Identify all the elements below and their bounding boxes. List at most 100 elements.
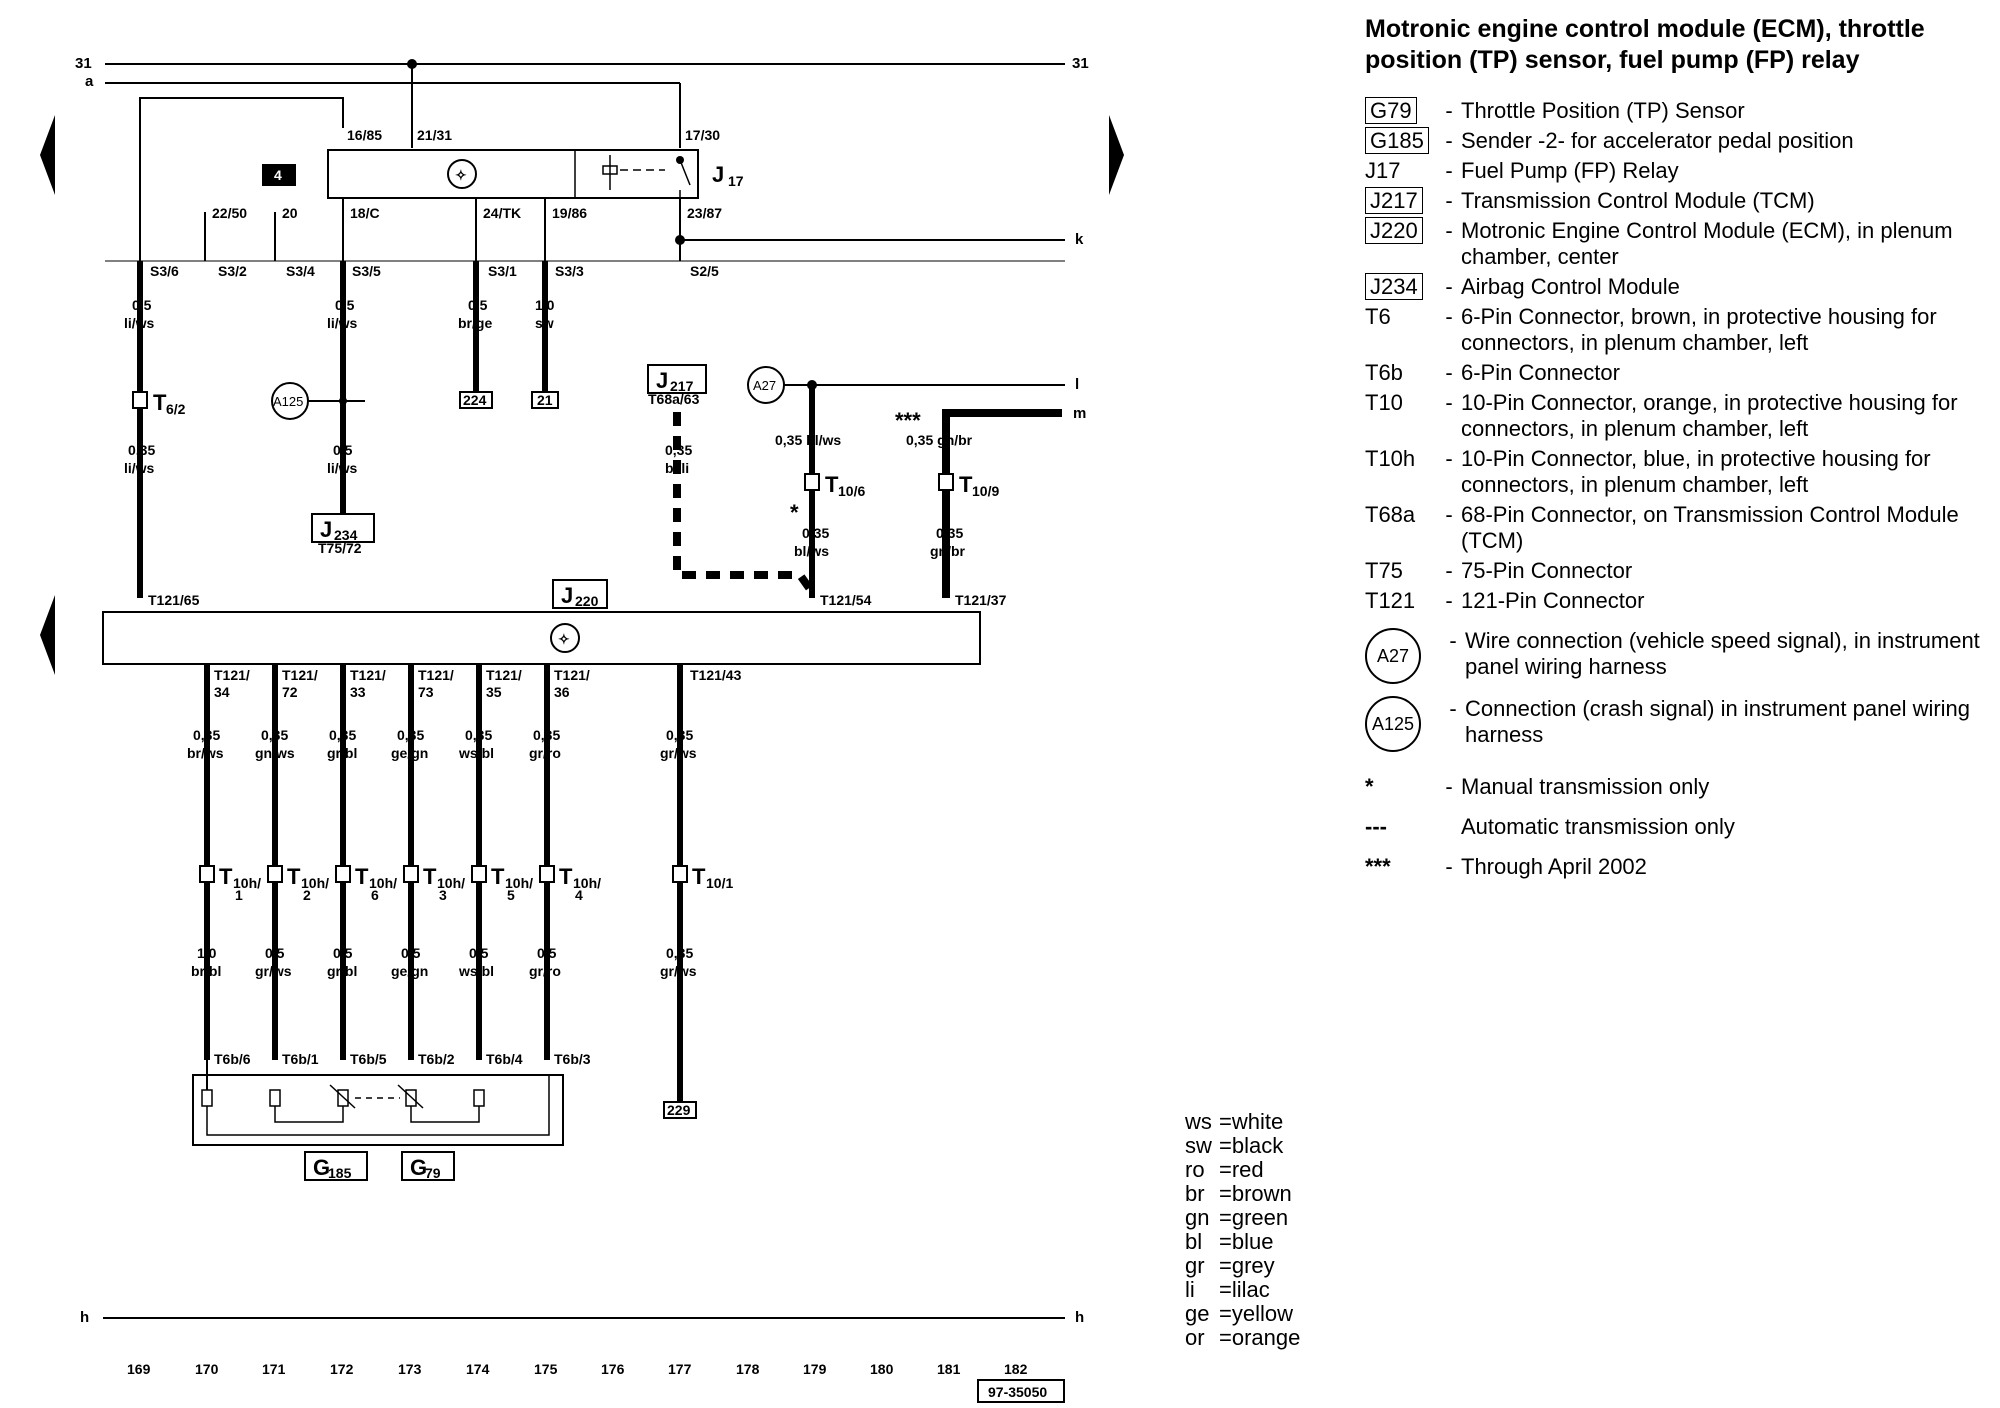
t10h2-sub: 10h/ — [369, 875, 397, 891]
wm0-color: br/ws — [187, 745, 224, 761]
t6b-pin-5: T6b/3 — [554, 1051, 591, 1067]
color-code: ge — [1185, 1301, 1210, 1326]
color-item: br= brown — [1185, 1181, 1292, 1206]
comp-desc: 6-Pin Connector — [1461, 360, 1620, 385]
j17-pin-23-87: 23/87 — [687, 205, 722, 221]
term-s2-5: S2/5 — [690, 263, 719, 279]
wl1-size: 0,5 — [265, 945, 285, 961]
t10h5-num: 4 — [575, 887, 583, 903]
t109-sub: 10/9 — [972, 483, 999, 499]
j17-label: J — [712, 162, 724, 187]
term-s3-3: S3/3 — [555, 263, 584, 279]
t109-label: T — [959, 472, 973, 497]
term-s3-1: S3/1 — [488, 263, 517, 279]
j17-pin-18-c: 18/C — [350, 205, 380, 221]
term-s3-5: S3/5 — [352, 263, 381, 279]
legend-item: G185-Sender -2- for accelerator pedal po… — [1365, 127, 1995, 154]
comp-desc: 10-Pin Connector, blue, in protective ho… — [1461, 446, 1931, 497]
diagram-title: Motronic engine control module (ECM), th… — [1365, 15, 1925, 74]
color-item: ro= red — [1185, 1157, 1264, 1182]
pin-a-5: T121/ — [554, 667, 590, 683]
a125-circle: A125 — [273, 394, 303, 409]
wl0-size: 1,0 — [197, 945, 217, 961]
color-item: sw= black — [1185, 1133, 1284, 1158]
t10h2-num: 6 — [371, 887, 379, 903]
rail-h-left: h — [80, 1309, 89, 1326]
color-code: ws — [1185, 1109, 1212, 1134]
j217-pin: T68a/63 — [648, 391, 700, 407]
j17-pin-21-31: 21/31 — [417, 127, 452, 143]
pin-a-0: T121/ — [214, 667, 250, 683]
wire1b-size: 0,35 — [128, 442, 155, 458]
color-name: brown — [1231, 1181, 1292, 1206]
w43b-color: gr/ws — [660, 963, 697, 979]
j17-pin-22-50: 22/50 — [212, 205, 247, 221]
wdash-size: 0,35 — [665, 442, 692, 458]
wire3-size: 0,5 — [468, 297, 488, 313]
wm-label: 0,35 gn/br — [906, 432, 973, 448]
note-symbol: --- — [1365, 814, 1387, 839]
wl2-color: gr/bl — [327, 963, 357, 979]
rail-h-right: h — [1075, 1309, 1084, 1326]
t106-label: T — [825, 472, 839, 497]
comp-desc: Motronic Engine Control Module (ECM), in… — [1461, 218, 1953, 269]
notes-list: *-Manual transmission only ---Automatic … — [1365, 774, 1995, 880]
t10h0-num: 1 — [235, 887, 243, 903]
note-item: *-Manual transmission only — [1365, 774, 1995, 800]
location-circle: A125 — [1365, 696, 1421, 752]
color-name: red — [1231, 1157, 1264, 1182]
color-code: gr — [1185, 1253, 1205, 1278]
t10h3-num: 3 — [439, 887, 447, 903]
color-item: li= lilac — [1185, 1277, 1270, 1302]
comp-code: T68a — [1365, 502, 1416, 527]
location-circle: A27 — [1365, 628, 1421, 684]
t6-label: T — [153, 390, 167, 415]
j17-sub: 17 — [728, 173, 744, 189]
location-desc: Wire connection (vehicle speed signal), … — [1465, 628, 1980, 679]
g79-sub: 79 — [425, 1165, 441, 1181]
star-april: *** — [895, 408, 921, 433]
track-171: 171 — [262, 1361, 286, 1377]
track-169: 169 — [127, 1361, 151, 1377]
pin-b-4: 35 — [486, 684, 502, 700]
t6b-pin-2: T6b/5 — [350, 1051, 387, 1067]
wire4-color: sw — [535, 315, 554, 331]
wm4-size: 0,35 — [465, 727, 492, 743]
pin-b-5: 36 — [554, 684, 570, 700]
t10h4-label: T — [491, 864, 505, 889]
legend-item: T6-6-Pin Connector, brown, in protective… — [1365, 304, 1995, 356]
track-180: 180 — [870, 1361, 894, 1377]
pin-a-2: T121/ — [350, 667, 386, 683]
star-manual: * — [790, 500, 799, 525]
a27-circle: A27 — [753, 378, 776, 393]
track-175: 175 — [534, 1361, 558, 1377]
legend-item: T75-75-Pin Connector — [1365, 558, 1995, 584]
wl4-color: ws/bl — [458, 963, 494, 979]
comp-code: T10 — [1365, 390, 1403, 415]
j217-sub: 217 — [670, 378, 694, 394]
arrow-left-mid[interactable] — [40, 595, 55, 675]
t10h1-label: T — [287, 864, 301, 889]
badge-4 — [262, 164, 296, 186]
comp-code: T10h — [1365, 446, 1416, 471]
location-list: A27-Wire connection (vehicle speed signa… — [1365, 628, 1995, 752]
arrow-left-top[interactable] — [40, 115, 55, 195]
j220-pin-37: T121/37 — [955, 592, 1007, 608]
arrow-right-top[interactable] — [1109, 115, 1124, 195]
svg-text:✧: ✧ — [558, 631, 570, 647]
legend-item: J220-Motronic Engine Control Module (ECM… — [1365, 217, 1995, 270]
color-name: white — [1231, 1109, 1284, 1134]
rail-k-label: k — [1075, 231, 1084, 248]
pin-b-1: 72 — [282, 684, 298, 700]
t10h4-num: 5 — [507, 887, 515, 903]
t10h0-label: T — [219, 864, 233, 889]
location-desc: Connection (crash signal) in instrument … — [1465, 696, 1971, 747]
wm3-color: ge/gn — [391, 745, 428, 761]
rail-m-label: m — [1073, 405, 1086, 422]
location-item: A27-Wire connection (vehicle speed signa… — [1365, 628, 1995, 684]
color-code: li — [1185, 1277, 1195, 1302]
color-name: green — [1231, 1205, 1289, 1230]
wl2-size: 0,5 — [333, 945, 353, 961]
wire2-color: li/ws — [327, 315, 358, 331]
wl5-size: 0,5 — [537, 945, 557, 961]
